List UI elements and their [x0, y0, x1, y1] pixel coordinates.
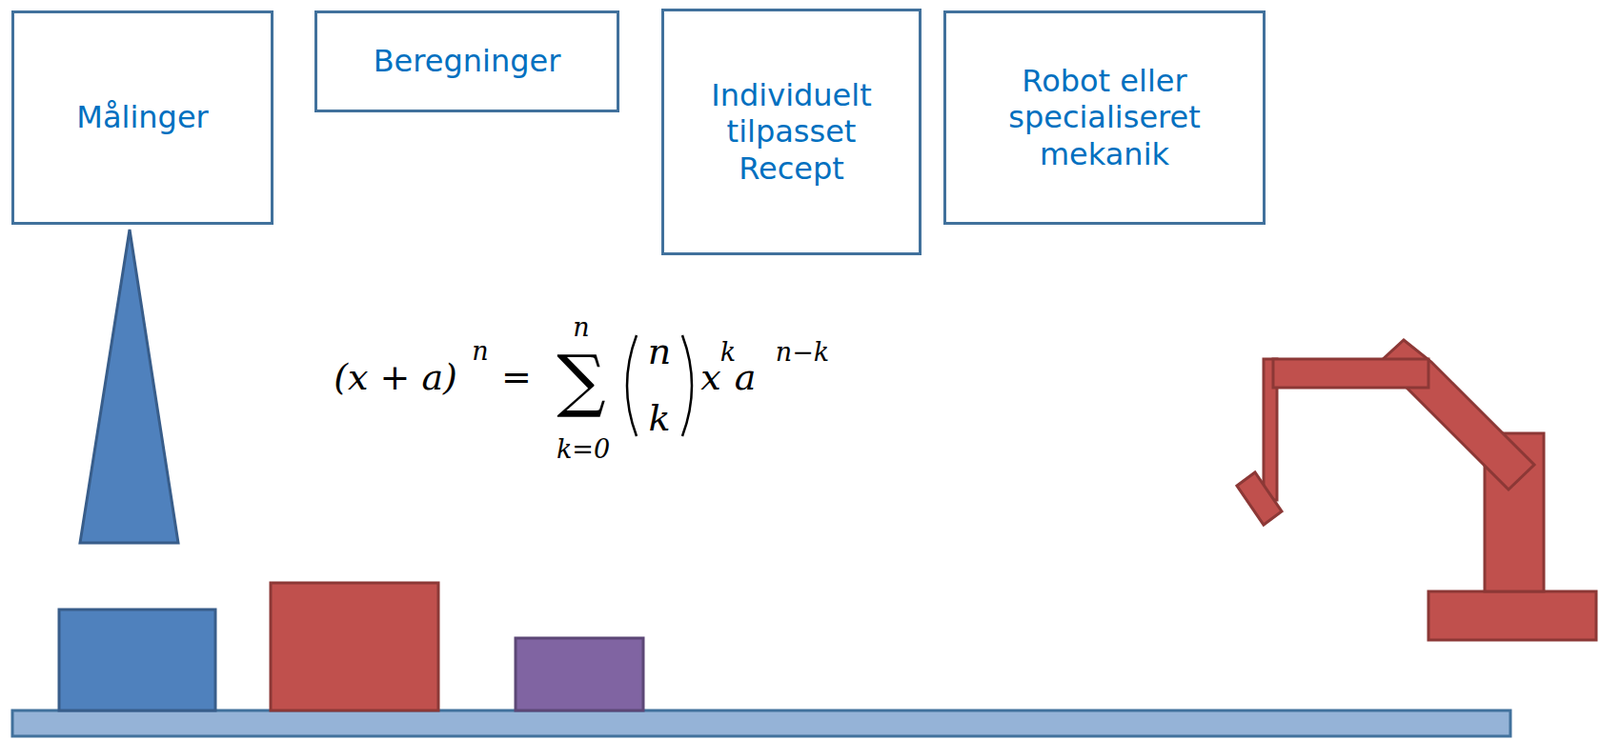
- box-label: Individuelt tilpasset Recept: [679, 77, 904, 187]
- measurement-beam: [80, 229, 179, 544]
- formula-part: ∑: [556, 345, 606, 415]
- box-text-group: Målinger: [76, 99, 208, 136]
- blue-item: [59, 609, 216, 711]
- binomial-paren: [682, 335, 692, 437]
- box-label: Robot eller specialiseret mekanik: [961, 62, 1248, 173]
- robot-base: [1428, 591, 1597, 641]
- formula-part: k: [720, 339, 736, 365]
- process-box: Robot eller specialiseret mekanik: [943, 10, 1266, 225]
- formula-part: n: [471, 338, 488, 365]
- process-box: Individuelt tilpasset Recept: [661, 8, 922, 256]
- formula-part: =: [501, 359, 532, 396]
- box-text-group: Robot eller specialiseret mekanik: [961, 62, 1248, 173]
- box-text-group: Beregninger: [373, 42, 562, 80]
- box-text-group: Individuelt tilpasset Recept: [679, 77, 904, 187]
- formula-part: k: [648, 400, 670, 437]
- conveyor-belt: [12, 710, 1511, 737]
- formula-part: x: [700, 359, 721, 396]
- process-box: Beregninger: [314, 10, 620, 113]
- robot-gripper: [1236, 472, 1282, 526]
- formula-part: n: [648, 333, 671, 370]
- binomial-paren: [627, 335, 637, 437]
- formula-part: a: [734, 359, 757, 396]
- formula-part: (x + a): [333, 359, 458, 396]
- formula-part: n−k: [775, 339, 830, 365]
- formula-part: k=0: [556, 436, 610, 463]
- process-box: Målinger: [11, 10, 274, 225]
- box-label: Beregninger: [373, 42, 562, 80]
- red-item: [270, 583, 439, 711]
- box-label: Målinger: [76, 99, 208, 136]
- robot-boom: [1273, 359, 1429, 388]
- formula-part: n: [572, 314, 589, 341]
- purple-item: [515, 638, 644, 711]
- robot-arm: [1236, 340, 1597, 641]
